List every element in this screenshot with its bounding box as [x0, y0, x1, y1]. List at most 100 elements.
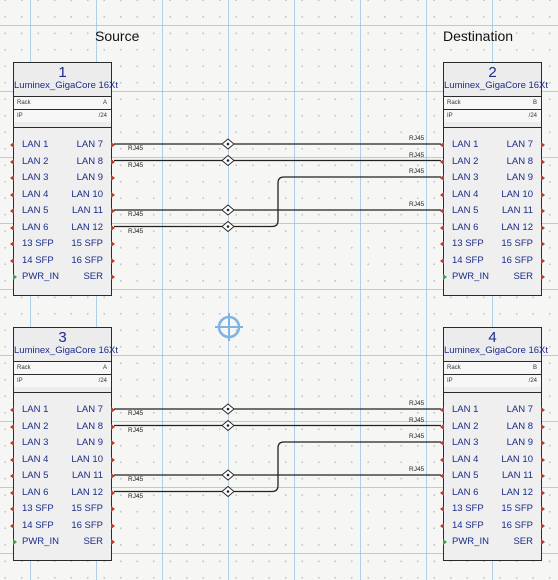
port-pin-icon[interactable] [440, 257, 444, 264]
port-pin-icon[interactable] [541, 456, 545, 463]
rack-label: Rack [17, 365, 31, 371]
port-pin-icon[interactable] [541, 224, 545, 231]
rack-label: Rack [447, 365, 461, 371]
port-pin-icon[interactable] [111, 274, 115, 280]
port-pin-icon[interactable] [111, 224, 115, 231]
port-pin-icon[interactable] [10, 175, 14, 181]
port-pin-icon[interactable] [111, 506, 115, 512]
port-pin-icon[interactable] [111, 158, 115, 165]
ip-field[interactable]: IP/24 [14, 374, 111, 387]
port-pin-icon[interactable] [111, 473, 115, 479]
port-pin-icon[interactable] [10, 257, 14, 264]
port-pin-icon[interactable] [111, 539, 115, 545]
port-pin-icon[interactable] [10, 423, 14, 430]
port-pin-icon[interactable] [440, 224, 444, 231]
port-pin-icon[interactable] [440, 241, 444, 247]
port-pin-icon[interactable] [111, 440, 115, 446]
port-pin-icon[interactable] [541, 274, 545, 280]
port-pin-icon[interactable] [10, 489, 14, 496]
port-pin-icon[interactable] [541, 208, 545, 214]
port-pin-icon[interactable] [111, 489, 115, 496]
port-pin-icon[interactable] [111, 191, 115, 198]
port-pin-icon[interactable] [440, 522, 444, 529]
port-pin-icon[interactable] [440, 473, 444, 479]
port-pin-icon[interactable] [541, 440, 545, 446]
port-pin-icon[interactable] [541, 489, 545, 496]
port-pin-icon[interactable] [440, 489, 444, 496]
port-pin-icon[interactable] [10, 241, 14, 247]
port-pin-icon[interactable] [10, 473, 14, 479]
port-pin-icon[interactable] [10, 191, 14, 198]
cable-wire[interactable] [114, 176, 441, 228]
port-pin-icon[interactable] [111, 257, 115, 264]
port-pin-icon[interactable] [440, 191, 444, 198]
port-pin-icon[interactable] [541, 539, 545, 545]
port-pin-icon[interactable] [541, 423, 545, 430]
port-pin-icon[interactable] [111, 142, 115, 148]
port-pin-icon[interactable] [541, 506, 545, 512]
ip-field[interactable]: IP/24 [14, 109, 111, 122]
port-pin-icon[interactable] [111, 522, 115, 529]
device-number: 1 [58, 64, 67, 81]
port-pin-icon[interactable] [541, 175, 545, 181]
port-pin-icon[interactable] [111, 456, 115, 463]
power-pin-icon[interactable] [13, 274, 17, 280]
cable-wire[interactable] [114, 441, 441, 493]
port-pin-icon[interactable] [440, 440, 444, 446]
port-pin-icon[interactable] [541, 257, 545, 264]
port-pin-icon[interactable] [541, 142, 545, 148]
port-pin-icon[interactable] [541, 191, 545, 198]
ip-field[interactable]: IP/24 [444, 374, 541, 387]
port-pin-icon[interactable] [440, 142, 444, 148]
port-pin-icon[interactable] [10, 224, 14, 231]
port-pin-icon[interactable] [440, 506, 444, 512]
power-pin-icon[interactable] [443, 274, 447, 280]
port-pin-icon[interactable] [10, 142, 14, 148]
port-label-left: LAN 6 [22, 221, 49, 233]
port-pin-icon[interactable] [111, 241, 115, 247]
ip-label: IP [447, 113, 453, 119]
cable-connector-dot [226, 424, 230, 427]
port-label-right: LAN 12 [71, 486, 103, 498]
port-pin-icon[interactable] [541, 158, 545, 165]
port-pin-icon[interactable] [440, 158, 444, 165]
port-label-right: LAN 9 [76, 172, 103, 183]
port-list [444, 392, 541, 560]
port-label-right: LAN 10 [71, 453, 103, 465]
ip-mask: /24 [98, 378, 107, 384]
port-pin-icon[interactable] [440, 456, 444, 463]
power-pin-icon[interactable] [13, 539, 17, 545]
port-pin-icon[interactable] [440, 407, 444, 413]
port-pin-icon[interactable] [440, 423, 444, 430]
port-pin-icon[interactable] [10, 407, 14, 413]
port-pin-icon[interactable] [10, 158, 14, 165]
port-pin-icon[interactable] [541, 473, 545, 479]
port-pin-icon[interactable] [10, 440, 14, 446]
ip-field[interactable]: IP/24 [444, 109, 541, 122]
port-pin-icon[interactable] [440, 208, 444, 214]
port-pin-icon[interactable] [111, 175, 115, 181]
port-pin-icon[interactable] [541, 407, 545, 413]
port-pin-icon[interactable] [111, 208, 115, 214]
port-pin-icon[interactable] [440, 175, 444, 181]
port-pin-icon[interactable] [10, 456, 14, 463]
port-pin-icon[interactable] [10, 506, 14, 512]
port-pin-icon[interactable] [111, 423, 115, 430]
port-pin-icon[interactable] [541, 241, 545, 247]
origin-crosshair-icon [215, 313, 243, 341]
port-pin-icon[interactable] [10, 522, 14, 529]
power-pin-icon[interactable] [443, 539, 447, 545]
port-pin-icon[interactable] [541, 522, 545, 529]
port-pin-icon[interactable] [10, 208, 14, 214]
port-pin-icon[interactable] [111, 407, 115, 413]
